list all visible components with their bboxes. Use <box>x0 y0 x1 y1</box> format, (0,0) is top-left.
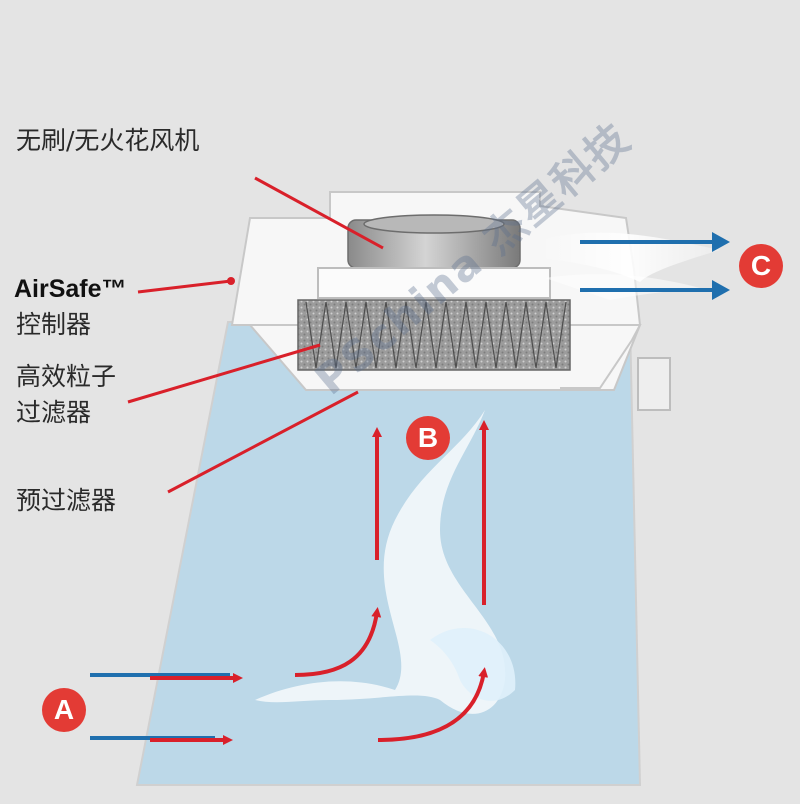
side-control <box>637 357 671 411</box>
leader-prefilter <box>167 390 359 494</box>
marker-b: B <box>406 416 450 460</box>
label-fan: 无刷/无火花风机 <box>16 126 200 155</box>
curve-arrow-left <box>294 607 382 677</box>
marker-a: A <box>42 688 86 732</box>
curve-arrow-right <box>377 667 489 742</box>
hepa-pleats <box>305 301 567 369</box>
exhaust-plume <box>540 232 720 282</box>
fan-mount <box>317 267 551 299</box>
leader-fan <box>254 176 384 250</box>
label-controller-brand: AirSafe™ <box>14 275 127 303</box>
label-prefilter: 预过滤器 <box>16 486 117 515</box>
fan-top <box>363 214 505 234</box>
leader-controller <box>137 279 232 294</box>
marker-c: C <box>739 244 783 288</box>
label-hepa-line2: 过滤器 <box>16 398 92 427</box>
leader-hepa <box>127 343 321 404</box>
label-controller: 控制器 <box>16 310 92 339</box>
label-hepa-line1: 高效粒子 <box>16 362 117 391</box>
